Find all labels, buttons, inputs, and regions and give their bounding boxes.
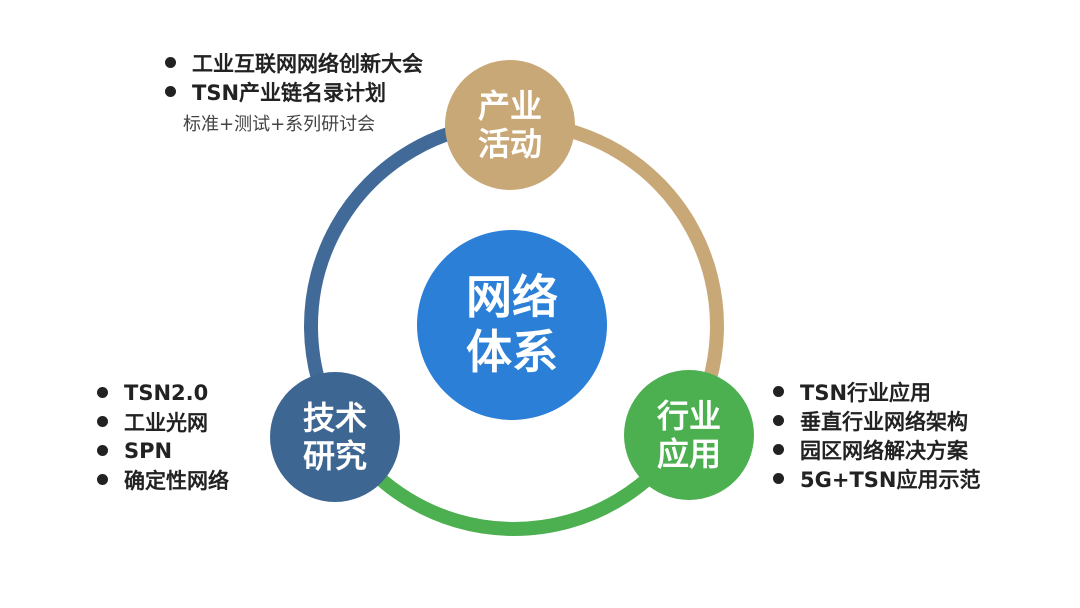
bullet-icon [97, 416, 108, 427]
center-label-line1: 网络 [466, 269, 558, 324]
bullet-icon [165, 86, 176, 97]
list-item-text: TSN产业链名录计划 [192, 80, 387, 105]
node-label-line1: 产业 [477, 86, 542, 125]
list-item: 园区网络解决方案 [773, 435, 980, 464]
list-item: 工业互联网网络创新大会 [165, 48, 423, 77]
list-item: 5G+TSN应用示范 [773, 464, 980, 493]
list-item: 确定性网络 [97, 465, 229, 494]
list-item: SPN [97, 436, 229, 465]
industry-activity-list: 工业互联网网络创新大会 TSN产业链名录计划 [165, 48, 423, 106]
node-industry-application: 行业 应用 [624, 370, 754, 500]
node-label-line1: 技术 [302, 398, 367, 437]
list-item: TSN行业应用 [773, 377, 980, 406]
list-item-text: TSN2.0 [124, 380, 209, 405]
node-label-line2: 活动 [477, 125, 542, 163]
center-node-network-system: 网络 体系 [417, 230, 607, 420]
list-item-text: SPN [124, 438, 173, 463]
bullet-icon [773, 415, 784, 426]
list-item-text: 5G+TSN应用示范 [800, 467, 981, 492]
list-item: 工业光网 [97, 407, 229, 436]
list-item-text: 园区网络解决方案 [800, 438, 968, 463]
node-label-line1: 行业 [656, 396, 721, 435]
list-item-text: 工业光网 [124, 410, 208, 435]
node-industry-activity: 产业 活动 [445, 60, 575, 190]
bullet-icon [97, 474, 108, 485]
node-tech-research: 技术 研究 [270, 372, 400, 502]
list-item-text: TSN行业应用 [800, 380, 932, 405]
industry-application-list: TSN行业应用 垂直行业网络架构 园区网络解决方案 5G+TSN应用示范 [773, 377, 980, 493]
bullet-icon [773, 473, 784, 484]
list-item-text: 工业互联网网络创新大会 [192, 51, 423, 76]
bullet-icon [165, 57, 176, 68]
bullet-icon [97, 445, 108, 456]
list-item-text: 确定性网络 [124, 468, 229, 493]
list-item: TSN产业链名录计划 [165, 77, 423, 106]
bullet-icon [773, 444, 784, 455]
bullet-icon [97, 387, 108, 398]
list-item-text: 垂直行业网络架构 [800, 409, 968, 434]
industry-activity-note: 标准+测试+系列研讨会 [183, 114, 376, 135]
center-label-line2: 体系 [466, 325, 558, 379]
bullet-icon [773, 386, 784, 397]
node-label-line2: 研究 [302, 437, 367, 475]
list-item: TSN2.0 [97, 378, 229, 407]
node-label-line2: 应用 [656, 435, 721, 473]
tech-research-list: TSN2.0 工业光网 SPN 确定性网络 [97, 378, 229, 494]
list-item: 垂直行业网络架构 [773, 406, 980, 435]
